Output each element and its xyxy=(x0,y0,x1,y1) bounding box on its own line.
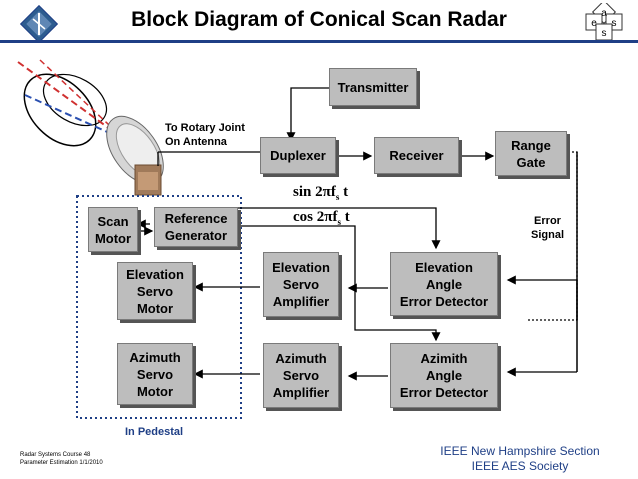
footer-left-line1: Radar Systems Course 48 xyxy=(20,452,91,458)
svg-text:s: s xyxy=(602,28,607,39)
elevation-servo-amplifier-block: Elevation Servo Amplifier xyxy=(263,252,339,317)
aes-logo: a e s s xyxy=(585,3,623,41)
azimuth-amp-label-line1: Azimuth xyxy=(275,351,327,366)
azimuth-amp-label-line2: Servo xyxy=(282,368,320,383)
azimuth-detector-label-line2: Angle xyxy=(425,368,463,383)
reference-generator-label-line2: Generator xyxy=(164,228,228,243)
sin-s: s xyxy=(335,192,340,202)
azimuth-motor-label-line3: Motor xyxy=(136,383,174,399)
sin-formula: sin 2πfs t xyxy=(293,184,348,202)
antenna-dish-graphic xyxy=(106,115,164,196)
footer-society-info: IEEE New Hampshire Section IEEE AES Soci… xyxy=(420,444,620,474)
rotary-joint-line1: To Rotary Joint xyxy=(165,122,245,134)
range-gate-block: Range Gate xyxy=(495,131,567,176)
footer-course-info: Radar Systems Course 48 Parameter Estima… xyxy=(20,451,103,467)
receiver-label: Receiver xyxy=(389,148,444,163)
svg-text:a: a xyxy=(601,8,607,19)
azimuth-amp-label-line3: Amplifier xyxy=(272,385,330,400)
footer-right-line1: IEEE New Hampshire Section xyxy=(440,444,600,458)
elevation-servo-motor-block: Elevation Servo Motor xyxy=(117,262,193,320)
scan-motor-label-line2: Motor xyxy=(94,230,132,246)
elevation-detector-label-line1: Elevation xyxy=(415,259,473,275)
transmitter-block: Transmitter xyxy=(329,68,417,106)
error-signal-line2: Signal xyxy=(531,229,565,241)
cos-formula: cos 2πfs t xyxy=(293,209,350,227)
elevation-amp-label-line1: Elevation xyxy=(272,260,330,275)
elevation-detector-label-line3: Error Detector xyxy=(399,293,489,309)
range-gate-label-line1: Range xyxy=(511,137,551,153)
azimuth-detector-label-line3: Error Detector xyxy=(399,385,489,400)
elevation-angle-error-detector-block: Elevation Angle Error Detector xyxy=(390,252,498,316)
cos-f: f xyxy=(332,209,338,225)
transmitter-label: Transmitter xyxy=(337,79,409,95)
azimuth-motor-label-line1: Azimuth xyxy=(129,349,181,365)
elevation-motor-label-line1: Elevation xyxy=(126,266,184,282)
azimuth-detector-label-line1: Azimith xyxy=(420,351,468,366)
error-signal-line1: Error xyxy=(534,215,561,227)
elevation-motor-label-line3: Motor xyxy=(136,300,174,316)
elevation-motor-label-line2: Servo xyxy=(136,283,174,299)
azimuth-motor-label-line2: Servo xyxy=(136,366,174,382)
footer-left-line2: Parameter Estimation 1/1/2010 xyxy=(20,460,103,466)
aes-logo-icon: a e s s xyxy=(585,3,623,41)
title-rule xyxy=(0,40,638,43)
azimuth-servo-motor-block: Azimuth Servo Motor xyxy=(117,343,193,405)
range-gate-label-line2: Gate xyxy=(516,154,546,170)
sin-t: t xyxy=(339,184,349,200)
receiver-block: Receiver xyxy=(374,137,459,174)
elevation-detector-label-line2: Angle xyxy=(425,276,463,292)
elevation-amp-label-line2: Servo xyxy=(282,277,320,292)
ieee-logo xyxy=(20,5,58,43)
cos-text: cos 2 xyxy=(293,209,325,225)
pedestal-boundary xyxy=(76,195,242,419)
rotary-joint-line2: On Antenna xyxy=(165,136,227,148)
duplexer-label: Duplexer xyxy=(270,148,326,163)
cos-s: s xyxy=(337,217,341,227)
reference-generator-block: Reference Generator xyxy=(154,207,238,247)
svg-text:s: s xyxy=(612,18,617,29)
footer-right-line2: IEEE AES Society xyxy=(471,459,569,473)
cos-pi: π xyxy=(324,209,333,225)
duplexer-block: Duplexer xyxy=(260,137,336,174)
azimuth-servo-amplifier-block: Azimuth Servo Amplifier xyxy=(263,343,339,408)
azimuth-angle-error-detector-block: Azimith Angle Error Detector xyxy=(390,343,498,408)
page-title: Block Diagram of Conical Scan Radar xyxy=(131,8,507,31)
sin-text: sin 2 xyxy=(293,184,323,200)
svg-text:e: e xyxy=(591,18,597,29)
error-signal-label: Error Signal xyxy=(531,214,564,242)
ieee-diamond-icon xyxy=(20,5,58,43)
elevation-amp-label-line3: Amplifier xyxy=(272,294,330,309)
scan-motor-block: Scan Motor xyxy=(88,207,138,252)
cos-t: t xyxy=(340,209,350,225)
sin-pi: π xyxy=(322,184,331,200)
reference-generator-label-line1: Reference xyxy=(164,211,228,226)
scan-motor-label-line1: Scan xyxy=(97,213,129,229)
sin-f: f xyxy=(330,184,336,200)
rotary-joint-label: To Rotary Joint On Antenna xyxy=(165,121,245,149)
pedestal-label: In Pedestal xyxy=(125,426,184,438)
